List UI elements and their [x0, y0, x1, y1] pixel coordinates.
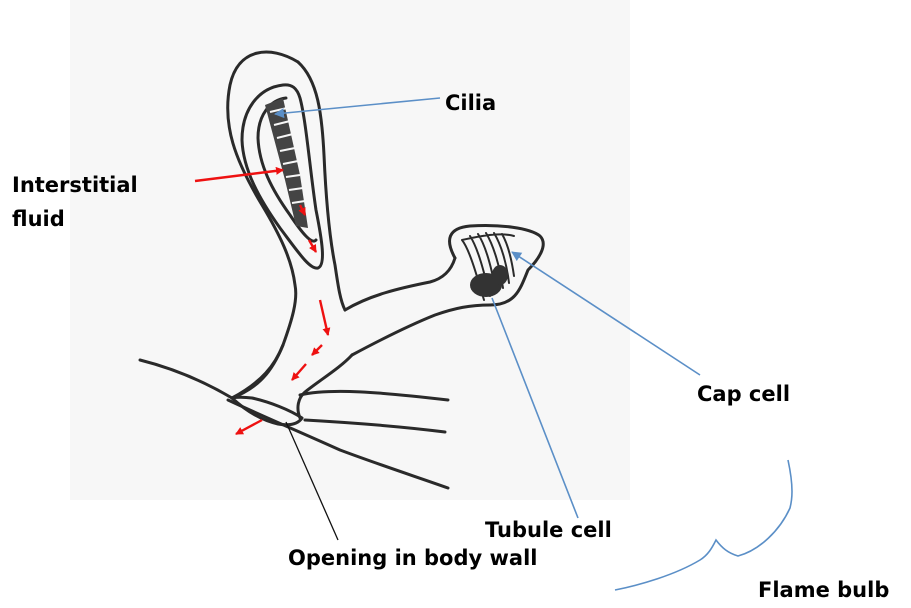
- label-interstitial-line1: Interstitial: [12, 172, 138, 198]
- label-cap-cell: Cap cell: [697, 381, 790, 407]
- label-interstitial-line2: fluid: [12, 206, 65, 232]
- label-tubule-cell: Tubule cell: [485, 517, 612, 543]
- label-cilia: Cilia: [445, 90, 496, 116]
- label-opening: Opening in body wall: [288, 545, 538, 571]
- drawing-background: [70, 0, 630, 500]
- label-flame-bulb: Flame bulb: [758, 577, 889, 603]
- flame-bulb-brace: [615, 460, 792, 590]
